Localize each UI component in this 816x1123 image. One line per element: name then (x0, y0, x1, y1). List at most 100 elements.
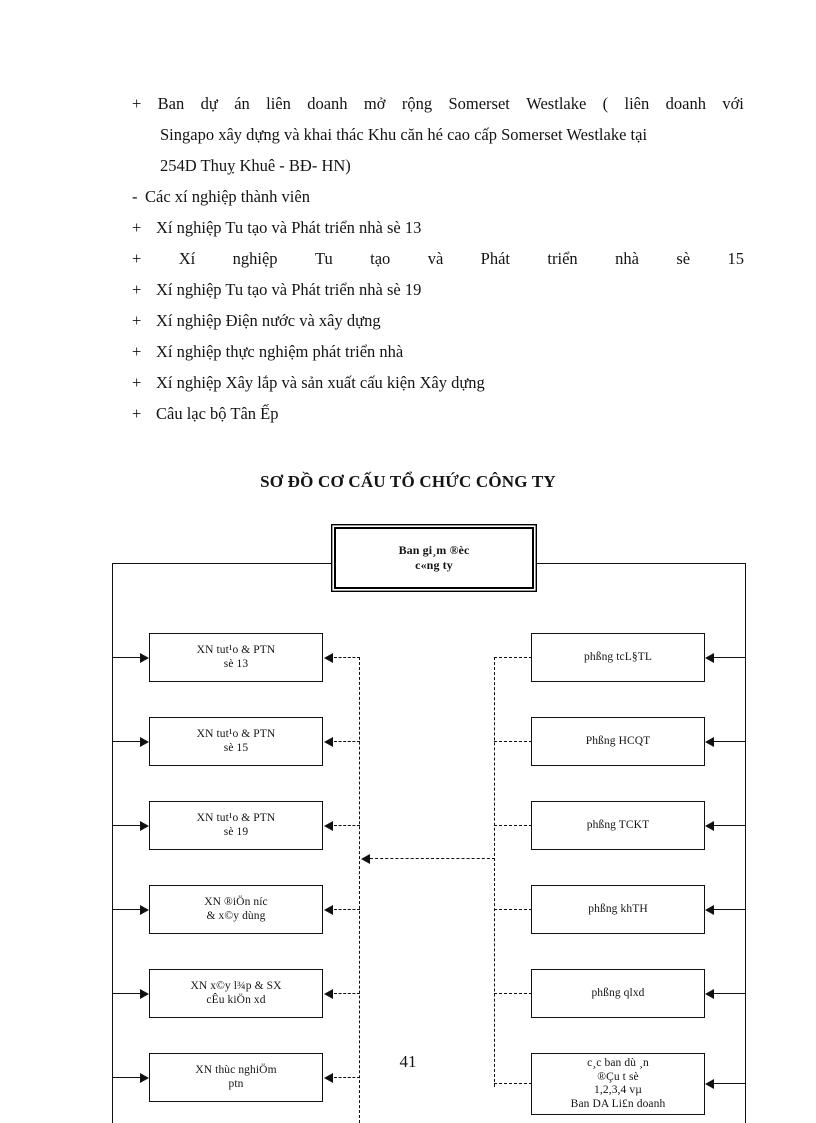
word: rộng (401, 94, 433, 113)
bullet-marker: + (132, 311, 142, 330)
org-node-cac-ban-du-an[interactable]: c¸c ban dù ¸n ®Çu t sè 1,2,3,4 vµ Ban DA… (531, 1053, 705, 1115)
arrow-right-icon (140, 905, 149, 915)
org-node-phong-qlxd[interactable]: phßng qlxd (531, 969, 705, 1018)
dashed-center-link (370, 858, 495, 859)
root-left-trunk (112, 563, 336, 565)
list-item: +Xí nghiệp Tu tạo và Phát triển nhà sè 1… (132, 212, 744, 243)
right-stub (714, 1083, 745, 1085)
word: ( (602, 94, 609, 113)
word: Phát (480, 249, 511, 268)
list-item: +Xí nghiệp thực nghiệm phát triển nhà (132, 336, 744, 367)
left-stub (112, 1077, 140, 1079)
word: Tu (314, 249, 333, 268)
right-stub (714, 741, 745, 743)
org-node-xn-xay-lap[interactable]: XN x©y l¾p & SX cÊu kiÖn xd (149, 969, 323, 1018)
dashed-stub (494, 741, 532, 742)
bullet-marker: + (132, 342, 142, 361)
list-item-label: Câu lạc bộ Tân Ếp (156, 404, 279, 423)
word: Westlake (526, 94, 587, 113)
org-node-xn-13[interactable]: XN tut¹o & PTN sè 13 (149, 633, 323, 682)
org-node-label: phßng qlxd (591, 986, 645, 999)
right-dashed-rail (494, 657, 495, 1087)
dashed-stub (334, 825, 360, 826)
arrow-left-icon (705, 1079, 714, 1089)
list-item: +Xí nghiệp Xây lắp và sản xuất cấu kiện … (132, 367, 744, 398)
org-node-label: Phßng HCQT (585, 734, 651, 747)
org-node-label: c¸c ban dù ¸n ®Çu t sè 1,2,3,4 vµ Ban DA… (570, 1057, 666, 1110)
right-stub (714, 825, 745, 827)
bullet-marker: + (132, 94, 142, 113)
word: Xí (178, 249, 196, 268)
arrow-left-icon (324, 821, 333, 831)
arrow-left-icon (705, 989, 714, 999)
list-item: -Các xí nghiệp thành viên (132, 181, 744, 212)
word: tạo (370, 249, 391, 268)
word: 15 (727, 249, 744, 268)
paragraph-line-3: 254D Thuỵ Khuê - BĐ- HN) (132, 150, 744, 181)
bullet-marker: + (132, 218, 142, 237)
list-item-label: Xí nghiệp Điện nước và xây dựng (156, 311, 381, 330)
list-item-justified: + Xí nghiệp Tu tạo và Phát triển nhà sè … (132, 243, 744, 274)
dashed-stub (334, 741, 360, 742)
arrow-left-icon (705, 821, 714, 831)
word: dự (200, 94, 218, 113)
left-stub (112, 825, 140, 827)
bullet-marker: + (132, 249, 142, 268)
list-item: + Câu lạc bộ Tân Ếp (132, 398, 744, 429)
word: liên (624, 94, 650, 113)
left-rail (112, 563, 114, 1123)
left-stub (112, 909, 140, 911)
org-node-phong-khth[interactable]: phßng khTH (531, 885, 705, 934)
org-node-phong-tcldtl[interactable]: phßng tcL§TL (531, 633, 705, 682)
arrow-left-icon (361, 854, 370, 864)
org-node-xn-thuc-nghiem[interactable]: XN thùc nghiÖm ptn (149, 1053, 323, 1102)
dashed-stub (334, 993, 360, 994)
bullet-marker: + (132, 373, 142, 392)
org-node-label: XN tut¹o & PTN sè 19 (196, 812, 276, 838)
word: doanh (665, 94, 706, 113)
word: liên (266, 94, 291, 113)
dashed-stub (334, 1077, 360, 1078)
left-dashed-rail (359, 657, 360, 1123)
word: với (722, 94, 744, 113)
arrow-left-icon (324, 737, 333, 747)
dashed-stub (494, 909, 532, 910)
paragraph-line-2-text: Singapo xây dựng và khai thác Khu căn hé… (160, 125, 648, 144)
org-node-ban-giam-doc[interactable]: Ban gi¸m ®èc c«ng ty (334, 527, 534, 589)
org-node-xn-dien-nuoc[interactable]: XN ®iÖn níc & x©y dùng (149, 885, 323, 934)
org-node-label: XN ®iÖn níc & x©y dùng (204, 896, 268, 922)
right-rail (745, 563, 747, 1123)
word: và (427, 249, 444, 268)
arrow-left-icon (324, 653, 333, 663)
org-node-phong-hcqt[interactable]: Phßng HCQT (531, 717, 705, 766)
arrow-left-icon (705, 737, 714, 747)
dashed-stub (494, 1083, 532, 1084)
arrow-left-icon (705, 653, 714, 663)
bullet-marker: + (132, 404, 142, 423)
list-item: + Xí nghiệp Điện nước và xây dựng (132, 305, 744, 336)
bullet-marker: + (132, 280, 142, 299)
org-node-label: XN tut¹o & PTN sè 15 (196, 728, 276, 754)
arrow-left-icon (324, 1073, 333, 1083)
right-stub (714, 909, 745, 911)
org-node-label: XN x©y l¾p & SX cÊu kiÖn xd (190, 980, 282, 1006)
document-text-block: + Ban dự án liên doanh mở rộng Somerset … (132, 88, 744, 429)
arrow-right-icon (140, 653, 149, 663)
list-item: +Xí nghiệp Tu tạo và Phát triển nhà sè 1… (132, 274, 744, 305)
paragraph-line-2: Singapo xây dựng và khai thác Khu căn hé… (132, 119, 744, 150)
arrow-left-icon (324, 905, 333, 915)
word: triển (547, 249, 578, 268)
org-node-xn-19[interactable]: XN tut¹o & PTN sè 19 (149, 801, 323, 850)
org-node-xn-15[interactable]: XN tut¹o & PTN sè 15 (149, 717, 323, 766)
org-node-label: Ban gi¸m ®èc c«ng ty (398, 543, 470, 572)
arrow-right-icon (140, 821, 149, 831)
left-stub (112, 741, 140, 743)
org-node-label: phßng TCKT (586, 818, 650, 831)
word: Ban (157, 94, 185, 113)
word: nhà (615, 249, 639, 268)
org-node-label: phßng tcL§TL (584, 650, 652, 663)
org-node-phong-tckt[interactable]: phßng TCKT (531, 801, 705, 850)
paragraph-joint-venture: + Ban dự án liên doanh mở rộng Somerset … (132, 88, 744, 181)
word: doanh (307, 94, 348, 113)
